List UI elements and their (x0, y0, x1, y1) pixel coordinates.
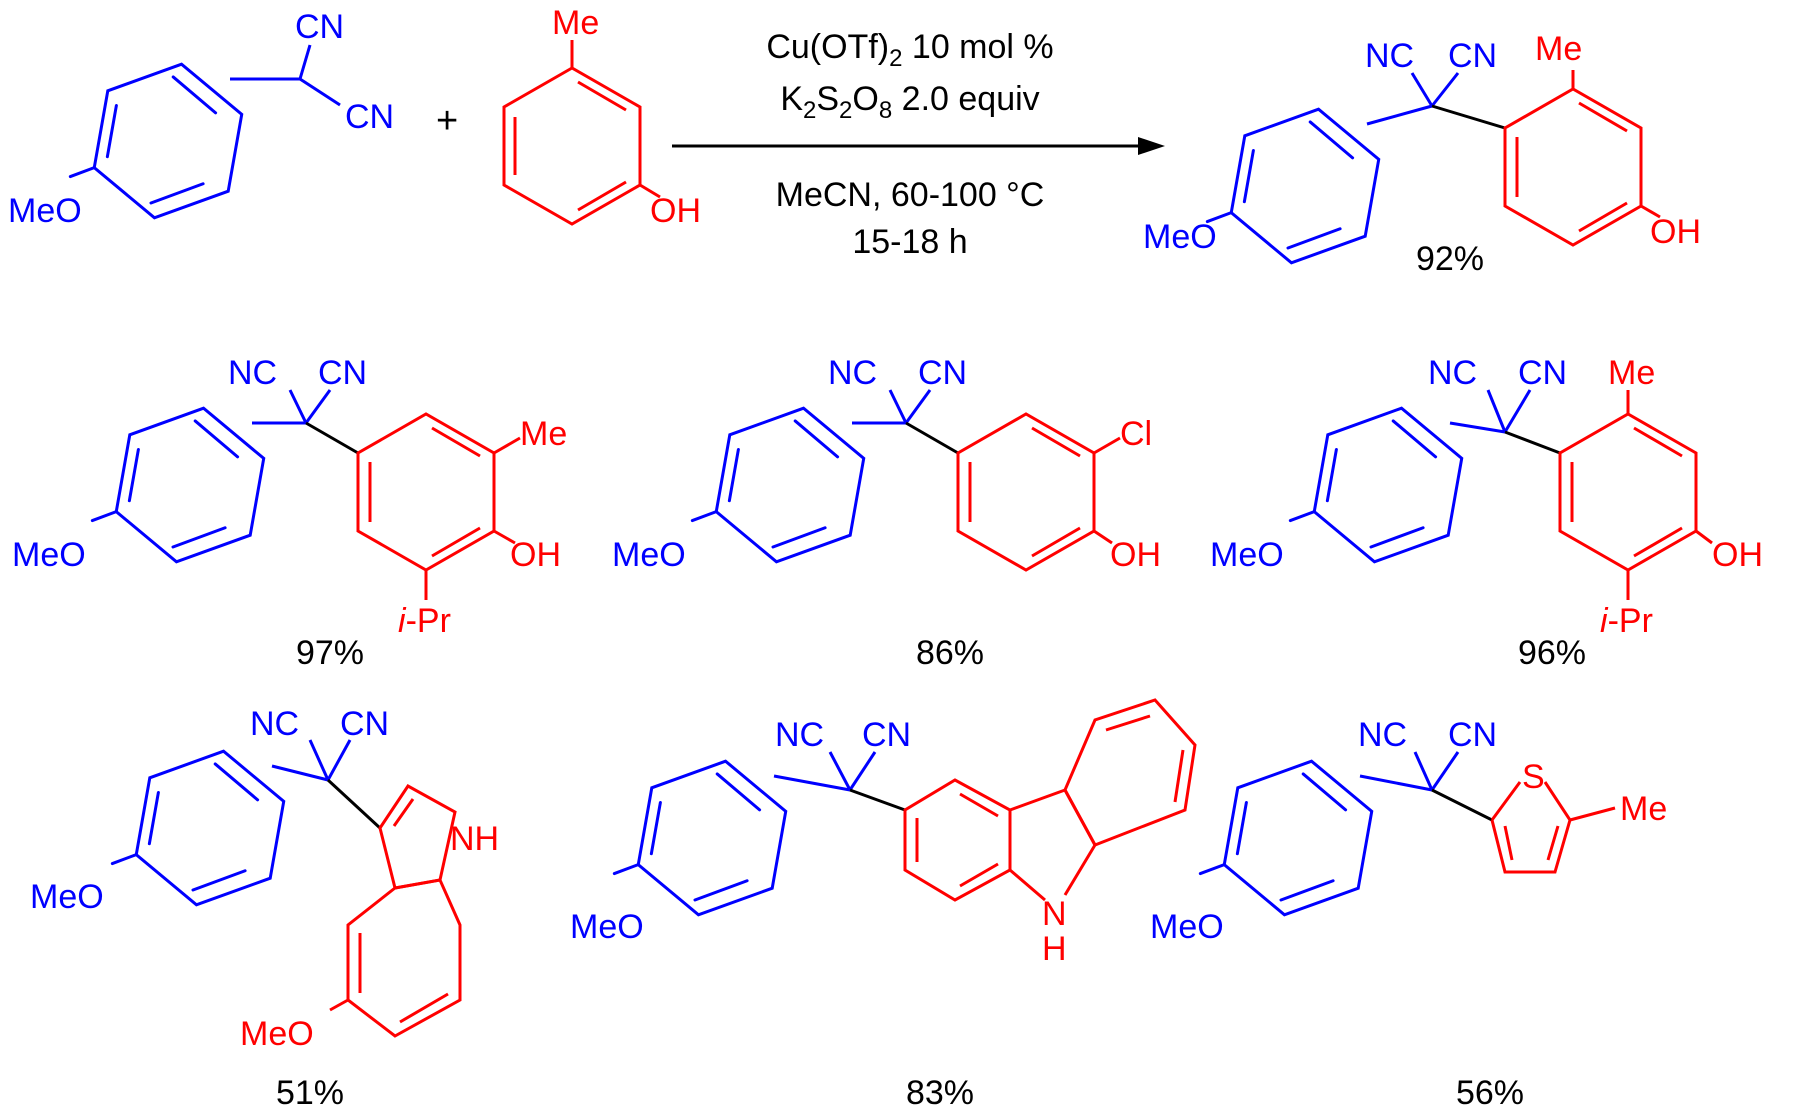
nc-label: NC (250, 705, 299, 743)
cn-label: CN (318, 354, 367, 392)
product-51: NC CN NH MeO MeO 51% (30, 705, 499, 1112)
oh-label: OH (1650, 213, 1701, 251)
yield-label: 86% (916, 634, 984, 672)
meo-label: MeO (1143, 218, 1217, 256)
cn-label: CN (1448, 37, 1497, 75)
ipr-label: i-Pr (398, 602, 451, 640)
nc-label: NC (1365, 37, 1414, 75)
cl-label: Cl (1120, 415, 1152, 453)
nc-label: NC (775, 716, 824, 754)
plus-sign: + (436, 100, 458, 142)
main-product: NC CN Me OH MeO 92% (1143, 30, 1701, 278)
n-label: N (1042, 895, 1067, 933)
nh-label: NH (450, 820, 499, 858)
h-label: H (1042, 930, 1067, 968)
meo-label: MeO (8, 192, 82, 230)
oh-label: OH (650, 192, 701, 230)
condition-catalyst: Cu(OTf)2 10 mol % (766, 28, 1053, 72)
cn-label: CN (345, 98, 394, 136)
yield-label: 83% (906, 1074, 974, 1112)
meo-label: MeO (12, 536, 86, 574)
meo-label: MeO (570, 908, 644, 946)
yield-label: 96% (1518, 634, 1586, 672)
cn-label: CN (1448, 716, 1497, 754)
nc-label: NC (1358, 716, 1407, 754)
nc-label: NC (228, 354, 277, 392)
product-86: NC CN Cl OH MeO 86% (612, 354, 1161, 672)
yield-label: 51% (276, 1074, 344, 1112)
meo-label: MeO (612, 536, 686, 574)
meo-label: MeO (240, 1015, 314, 1053)
m-cresol (502, 40, 661, 226)
me-label: Me (520, 415, 567, 453)
nc-label: NC (1428, 354, 1477, 392)
ipr-label: i-Pr (1600, 602, 1653, 640)
me-label: Me (1535, 30, 1582, 68)
nc-label: NC (828, 354, 877, 392)
cn-label: CN (340, 705, 389, 743)
product-83: NC CN N H MeO 83% (570, 698, 1197, 1112)
condition-solvent-temp: MeCN, 60-100 °C (776, 176, 1045, 214)
cn-label: CN (862, 716, 911, 754)
condition-oxidant: K2S2O8 2.0 equiv (780, 80, 1039, 124)
yield-label: 92% (1416, 240, 1484, 278)
cn-label: CN (918, 354, 967, 392)
me-label: Me (1608, 354, 1655, 392)
oh-label: OH (1110, 536, 1161, 574)
me-label: Me (552, 4, 599, 42)
reaction-arrow (672, 137, 1165, 155)
yield-label: 97% (296, 634, 364, 672)
meo-label: MeO (1210, 536, 1284, 574)
cn-label: CN (295, 8, 344, 46)
yield-label: 56% (1456, 1074, 1524, 1112)
starting-arylmalononitrile: CN CN MeO (8, 8, 394, 232)
meo-label: MeO (1150, 908, 1224, 946)
product-97: NC CN Me OH i-Pr MeO 97% (12, 354, 567, 672)
product-56: NC CN S Me MeO 56% (1150, 716, 1667, 1112)
s-label: S (1522, 758, 1545, 796)
cn-label: CN (1518, 354, 1567, 392)
oh-label: OH (510, 536, 561, 574)
oh-label: OH (1712, 536, 1763, 574)
condition-time: 15-18 h (852, 223, 967, 261)
meo-label: MeO (30, 878, 104, 916)
me-label: Me (1620, 790, 1667, 828)
product-96: NC CN Me OH i-Pr MeO 96% (1210, 354, 1763, 672)
